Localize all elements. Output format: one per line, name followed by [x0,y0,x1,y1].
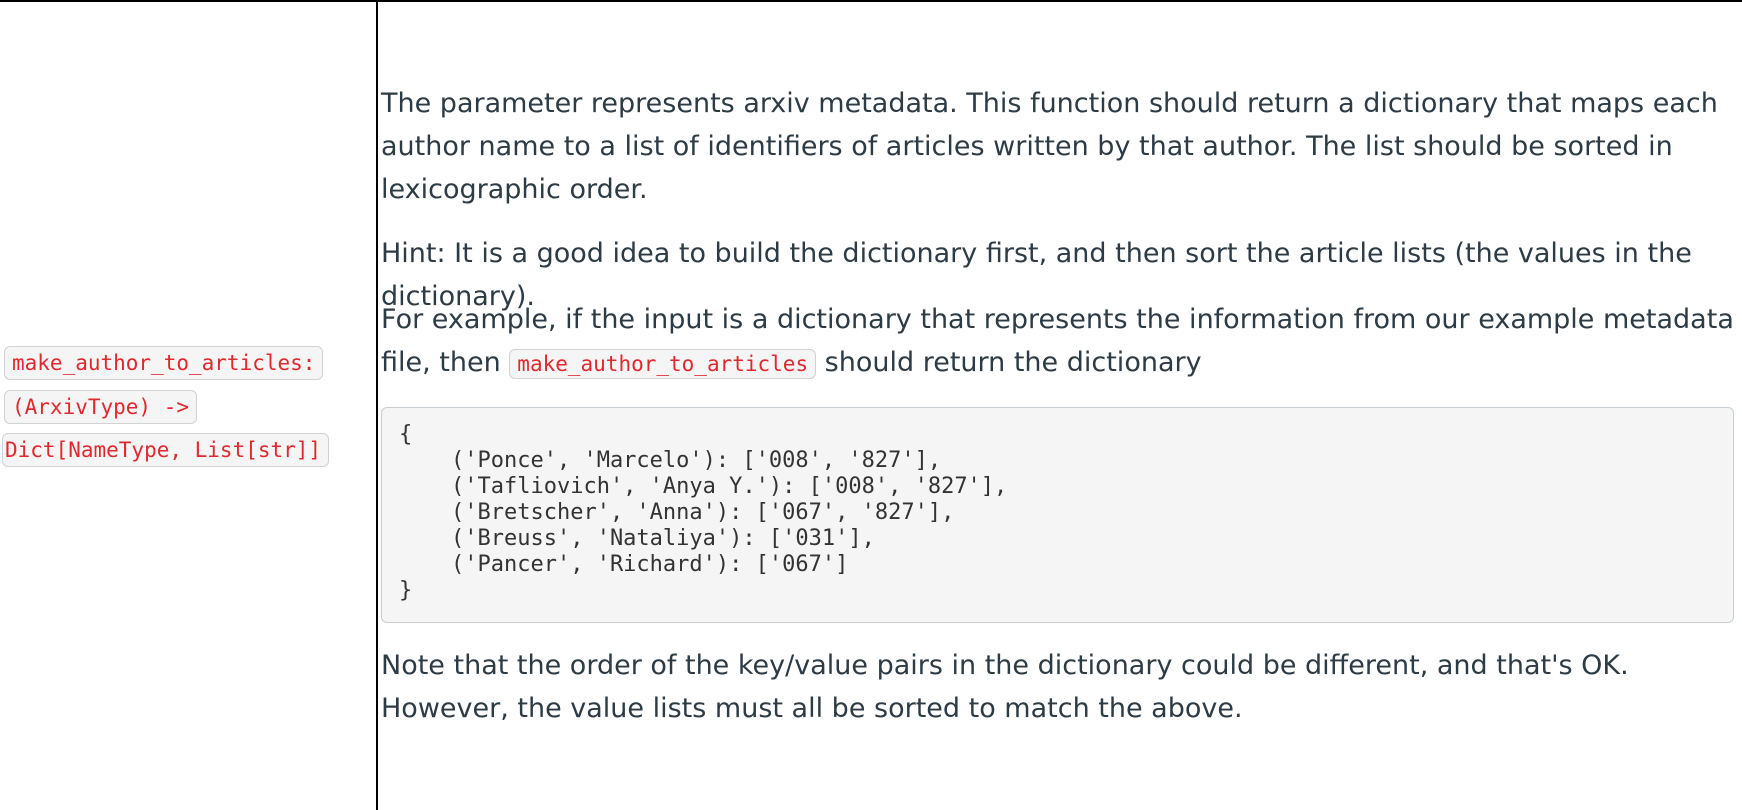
function-signature-cell: make_author_to_articles: (ArxivType) -> … [0,0,376,810]
code-line: { [399,422,413,447]
code-line: } [399,578,413,603]
signature-line-params: (ArxivType) -> [4,390,198,424]
description-paragraph: The parameter represents arxiv metadata.… [381,88,1718,205]
code-line: ('Ponce', 'Marcelo'): ['008', '827'], [451,448,942,473]
inline-code-function-name: make_author_to_articles [509,349,817,379]
signature-line-name: make_author_to_articles: [4,346,324,380]
note-paragraph: Note that the order of the key/value pai… [381,650,1629,724]
code-line: ('Bretscher', 'Anna'): ['067', '827'], [451,500,955,525]
example-text-before: For example, if the input is a dictionar… [381,304,1734,378]
code-line: ('Tafliovich', 'Anya Y.'): ['008', '827'… [451,474,1008,499]
hint-paragraph: Hint: It is a good idea to build the dic… [381,238,1692,312]
example-code-block: {('Ponce', 'Marcelo'): ['008', '827'],('… [381,407,1734,623]
code-line: ('Breuss', 'Nataliya'): ['031'], [451,526,875,551]
example-text-after: should return the dictionary [816,347,1202,378]
column-divider [376,0,378,810]
example-paragraph: For example, if the input is a dictionar… [381,298,1736,386]
signature-line-return-type: Dict[NameType, List[str]] [2,433,330,467]
function-description-cell: The parameter represents arxiv metadata.… [381,0,1736,810]
code-line: ('Pancer', 'Richard'): ['067'] [451,552,849,577]
